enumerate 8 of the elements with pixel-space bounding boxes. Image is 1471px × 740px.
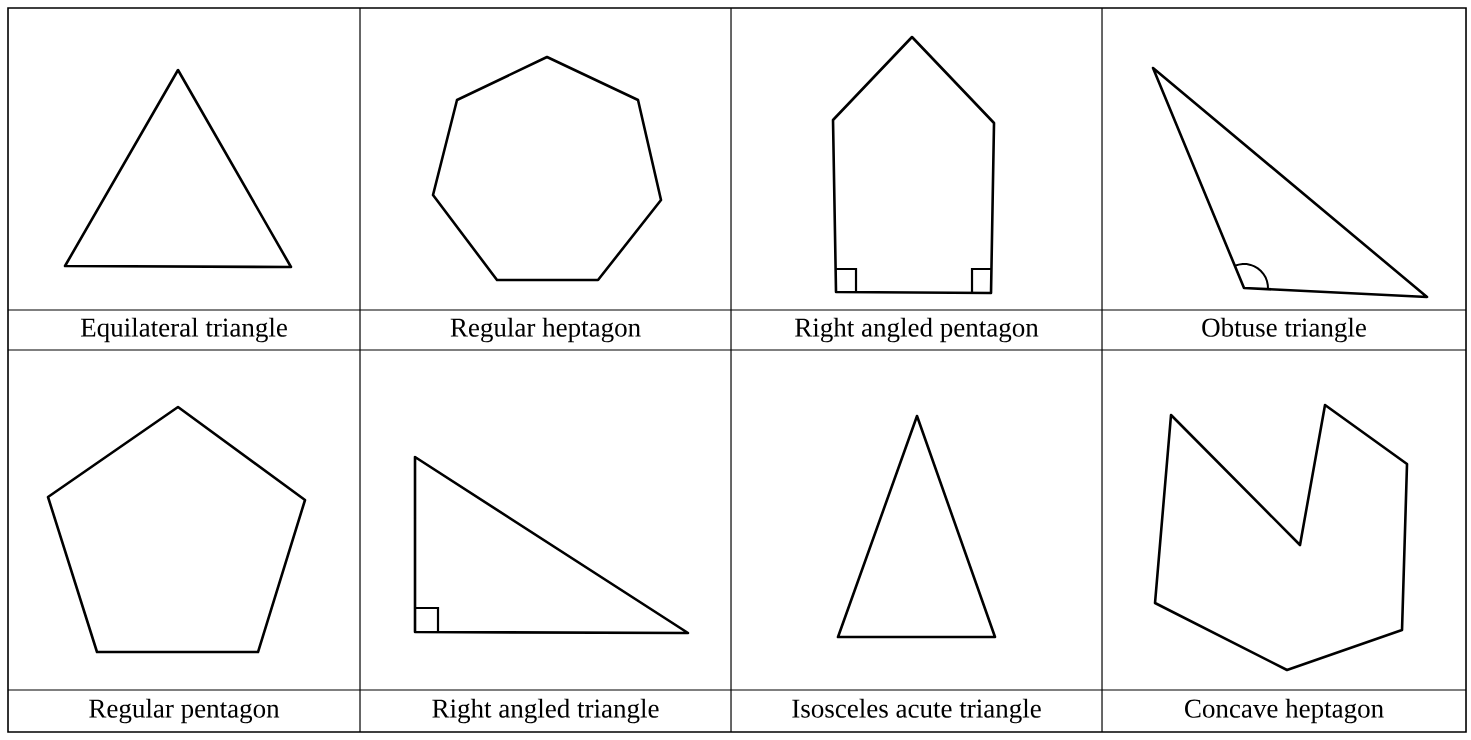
caption: Equilateral triangle: [80, 317, 287, 343]
caption: Right angled pentagon: [795, 317, 1039, 343]
caption: Right angled triangle: [432, 698, 659, 724]
caption: Isosceles acute triangle: [792, 698, 1041, 724]
caption: Regular pentagon: [89, 698, 280, 724]
caption: Regular heptagon: [450, 317, 641, 343]
caption: Concave heptagon: [1185, 698, 1384, 724]
caption: Obtuse triangle: [1202, 317, 1366, 343]
